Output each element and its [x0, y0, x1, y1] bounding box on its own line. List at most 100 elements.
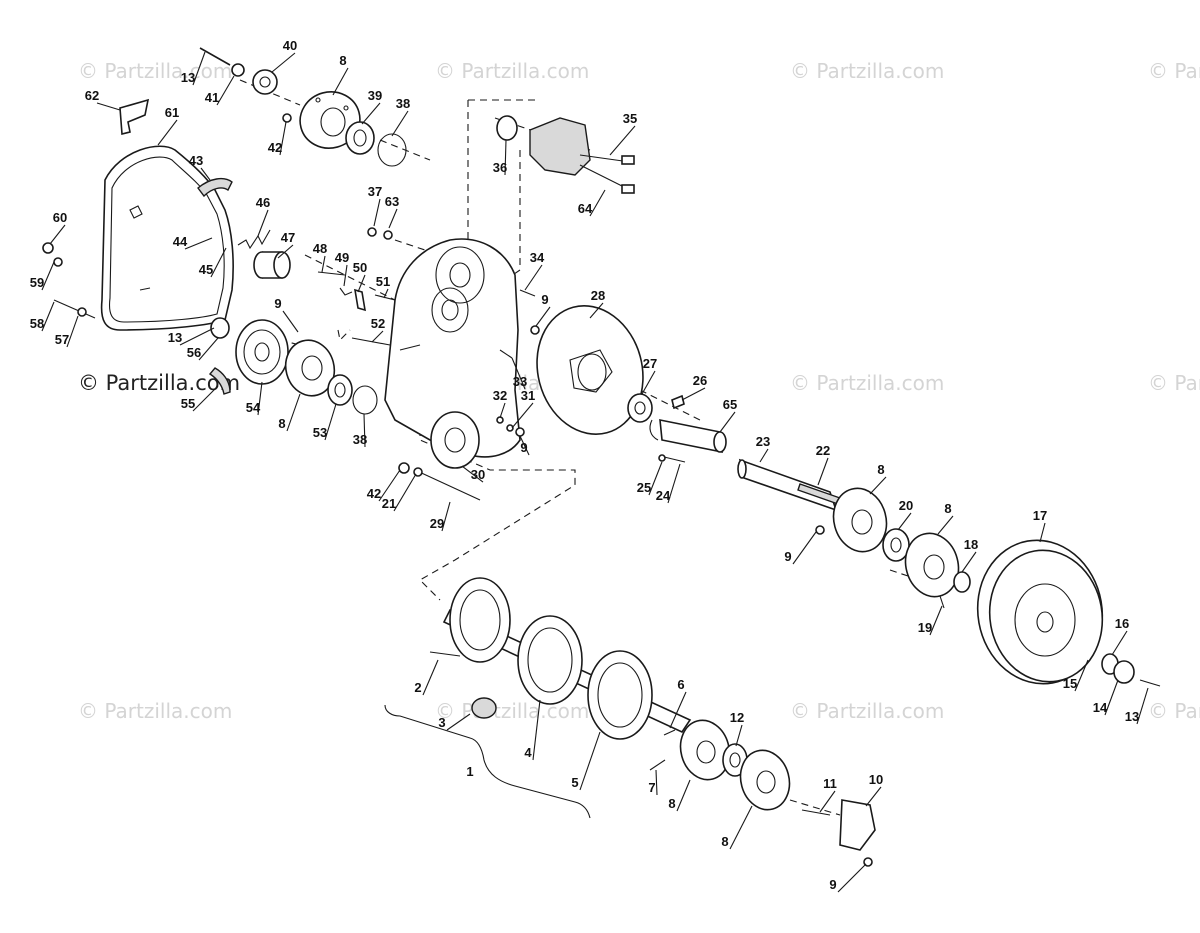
axle-brace — [384, 704, 591, 819]
spring-46 — [237, 229, 271, 250]
leader-line — [373, 198, 381, 227]
leader-line — [198, 337, 219, 361]
leader-line — [589, 302, 604, 319]
leader-line — [792, 531, 817, 565]
part-number-label: 33 — [513, 374, 527, 389]
part-number-label: 14 — [1093, 700, 1108, 715]
roller-47 — [253, 251, 291, 279]
part-number-label: 21 — [382, 496, 396, 511]
leader-line — [865, 786, 882, 807]
leader-line — [192, 385, 219, 412]
leader-line — [184, 237, 213, 250]
leader-line — [361, 102, 381, 125]
leader-line — [524, 264, 543, 291]
part-number-label: 36 — [493, 160, 507, 175]
part-number-label: 50 — [353, 260, 367, 275]
leader-line — [681, 387, 706, 401]
leader-line — [41, 301, 55, 332]
part-number-label: 8 — [278, 416, 285, 431]
leader-line — [532, 699, 541, 761]
leader-line — [961, 551, 977, 573]
nut-9-mid — [530, 325, 540, 335]
part-number-label: 4 — [524, 745, 532, 760]
watermark-text: © Partzilla.com — [435, 59, 589, 83]
flange-8-top — [299, 91, 361, 149]
chain-case-30 — [384, 238, 521, 469]
leader-line — [271, 52, 296, 73]
part-number-label: 25 — [637, 480, 651, 495]
bracket-62 — [119, 98, 150, 136]
flange-54 — [284, 339, 336, 397]
watermark-text: © Partzilla.com — [435, 699, 589, 723]
pin-6 — [663, 729, 676, 736]
part-number-label: 5 — [571, 775, 578, 790]
bracket-10 — [839, 799, 876, 851]
part-number-label: 16 — [1115, 616, 1129, 631]
part-number-label: 9 — [541, 292, 548, 307]
leader-line — [363, 413, 366, 448]
part-number-label: 42 — [367, 486, 381, 501]
part-number-label: 51 — [376, 274, 390, 289]
leader-line — [96, 102, 121, 111]
part-number-label: 22 — [816, 443, 830, 458]
leader-line — [719, 411, 736, 433]
leader-line — [461, 465, 484, 483]
part-number-label: 9 — [520, 440, 527, 455]
shaft-65 — [649, 419, 727, 453]
part-number-label: 2 — [414, 680, 421, 695]
leader-line — [441, 501, 451, 532]
washer-25 — [658, 454, 666, 462]
part-number-label: 13 — [168, 330, 182, 345]
leader-line — [157, 119, 178, 146]
ring-38-top — [377, 133, 407, 167]
part-number-label: 44 — [173, 234, 188, 249]
leader-line — [669, 691, 687, 729]
bolt-13-top — [199, 47, 231, 66]
leader-line — [321, 255, 326, 273]
sprocket-4 — [517, 615, 583, 705]
part-number-label: 45 — [199, 262, 213, 277]
leader-line — [216, 75, 235, 106]
leader-line — [929, 605, 943, 636]
bearing-53 — [327, 374, 353, 406]
leader-line — [286, 393, 301, 432]
watermark-text: © Partzilla.com — [78, 699, 232, 723]
ring-38-mid — [352, 385, 378, 415]
leader-line — [371, 330, 384, 343]
part-number-label: 61 — [165, 105, 179, 120]
part-number-label: 29 — [430, 516, 444, 531]
clamp-3 — [471, 697, 497, 719]
sprocket-40 — [252, 69, 278, 95]
part-number-label: 52 — [371, 316, 385, 331]
leader-line — [504, 139, 507, 176]
sprocket-2 — [449, 577, 511, 663]
washer-59 — [53, 257, 63, 267]
washer-13-mid — [210, 317, 230, 339]
tensioner-50 — [354, 288, 366, 312]
bolt-48 — [317, 271, 346, 276]
part-number-label: 8 — [721, 834, 728, 849]
leader-line — [1039, 522, 1046, 543]
leader-line — [676, 779, 691, 812]
nut-9-right — [815, 525, 825, 535]
flange-8-lower-2 — [739, 749, 791, 811]
leader-line — [667, 463, 681, 504]
part-number-label: 42 — [268, 140, 282, 155]
bolt-58 — [53, 299, 96, 319]
watermark-text: © Partzilla.com — [1148, 371, 1200, 395]
hub-27 — [627, 393, 653, 423]
leader-line — [609, 125, 636, 156]
part-number-label: 15 — [1063, 676, 1077, 691]
part-number-label: 41 — [205, 90, 219, 105]
pulley-17 — [976, 539, 1104, 685]
leader-line — [729, 805, 753, 850]
part-number-label: 38 — [353, 432, 367, 447]
leader-line — [511, 402, 534, 429]
guide-55 — [208, 367, 231, 395]
leader-line — [378, 469, 401, 502]
sleeve-36 — [496, 115, 518, 141]
leader-line — [357, 274, 366, 293]
part-number-label: 13 — [1125, 709, 1139, 724]
part-number-label: 13 — [181, 70, 195, 85]
